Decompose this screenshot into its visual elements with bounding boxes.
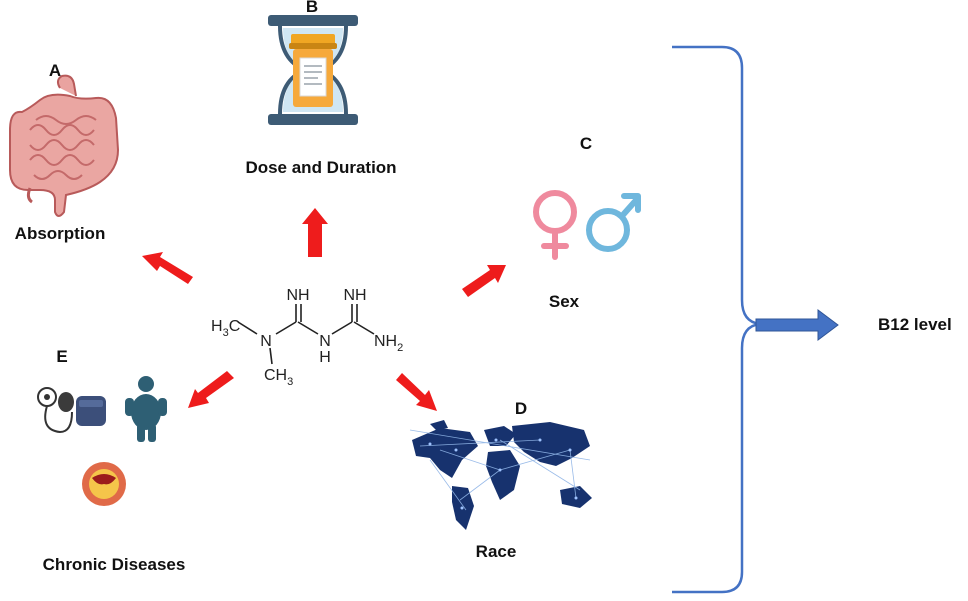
world-map-icon [409, 420, 592, 530]
molecule-nh-right: NH [343, 287, 366, 304]
node-label-sex: Sex [549, 292, 580, 311]
female-symbol-icon [533, 190, 577, 260]
arrow-to-chronic [188, 371, 234, 408]
blood-pressure-monitor-icon [37, 387, 106, 434]
node-label-absorption: Absorption [15, 224, 106, 243]
molecule-nh2: NH2 [374, 333, 403, 354]
molecule-h3c: H3C [211, 318, 240, 339]
node-label-chronic-diseases: Chronic Diseases [43, 555, 186, 574]
arrow-to-absorption [142, 252, 193, 284]
node-letter-b: B [306, 0, 318, 16]
male-symbol-icon [586, 193, 641, 252]
artery-plaque-icon [82, 462, 126, 506]
person-icon [125, 376, 167, 442]
outcome-label-b12: B12 level [878, 315, 952, 334]
node-letter-a: A [49, 61, 61, 80]
arrow-to-race [396, 373, 437, 411]
curly-bracket [672, 45, 761, 594]
node-letter-d: D [515, 399, 527, 418]
molecule-ch3: CH3 [264, 367, 293, 388]
node-label-race: Race [476, 542, 517, 561]
arrow-to-sex [462, 265, 506, 297]
arrow-to-dose [302, 208, 328, 257]
node-label-dose-duration: Dose and Duration [245, 158, 396, 177]
metformin-molecule: NH NH H3C N N H NH2 CH3 [211, 287, 403, 388]
molecule-n-middle: N [319, 333, 331, 350]
molecule-n-left: N [260, 333, 272, 350]
molecule-nh-left: NH [286, 287, 309, 304]
hourglass-pill-icon [268, 15, 358, 125]
arrows [142, 208, 506, 411]
molecule-h-middle: H [319, 349, 331, 366]
node-letter-e: E [56, 347, 67, 366]
arrow-to-b12 [755, 309, 839, 341]
node-letter-c: C [580, 134, 592, 153]
intestine-icon [9, 74, 120, 217]
